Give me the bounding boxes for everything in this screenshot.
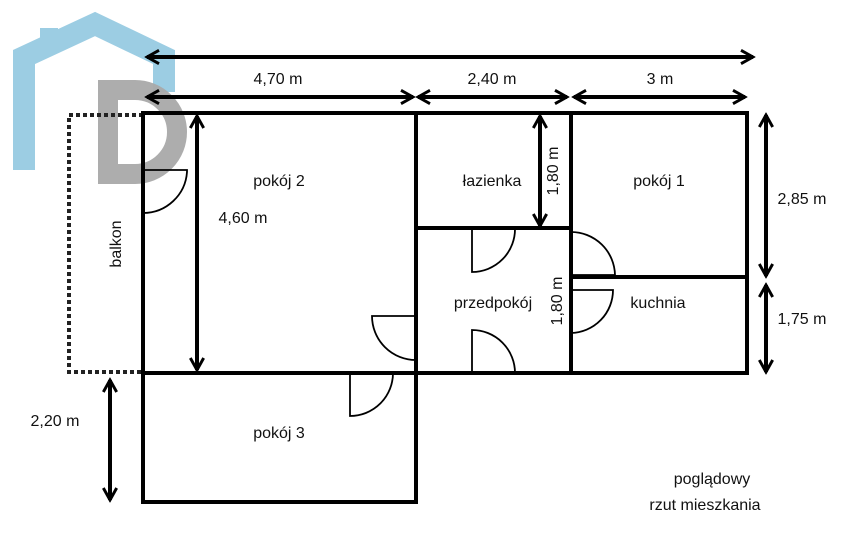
dim-lazienka-height: 1,80 m [545, 147, 562, 196]
door-kuchnia [570, 289, 614, 334]
door-pokoj1 [570, 231, 616, 276]
room-label-balkon: balkon [108, 220, 125, 267]
dimension-arrows [110, 57, 766, 500]
dim-kuchnia-height: 1,75 m [778, 311, 827, 328]
room-label-kuchnia: kuchnia [630, 295, 685, 312]
dim-pokoj3-height: 2,20 m [31, 413, 80, 430]
room-label-pokoj2: pokój 2 [253, 173, 305, 190]
dim-pokoj2-width: 4,70 m [254, 71, 303, 88]
doors [142, 169, 616, 417]
dim-lazienka-width: 2,40 m [468, 71, 517, 88]
door-pokoj2 [371, 315, 417, 361]
room-label-pokoj1: pokój 1 [633, 173, 685, 190]
note-line2: rzut mieszkania [649, 497, 760, 514]
door-lazienka [471, 227, 516, 273]
walls [141, 111, 749, 504]
logo-house-icon [13, 11, 175, 170]
door-pokoj3 [349, 372, 394, 417]
balcony-outline [67, 113, 143, 374]
door-entrance [471, 329, 516, 374]
dim-przedpokoj-height: 1,80 m [549, 277, 566, 326]
room-label-pokoj3: pokój 3 [253, 425, 305, 442]
door-balkon [142, 169, 188, 214]
room-label-lazienka: łazienka [463, 173, 522, 190]
note-line1: poglądowy [674, 471, 751, 488]
dim-pokoj1-width: 3 m [647, 71, 674, 88]
dim-pokoj1-height: 2,85 m [778, 191, 827, 208]
dim-pokoj2-height: 4,60 m [219, 210, 268, 227]
logo-chimney [40, 28, 58, 50]
room-label-przedpokoj: przedpokój [454, 295, 532, 312]
